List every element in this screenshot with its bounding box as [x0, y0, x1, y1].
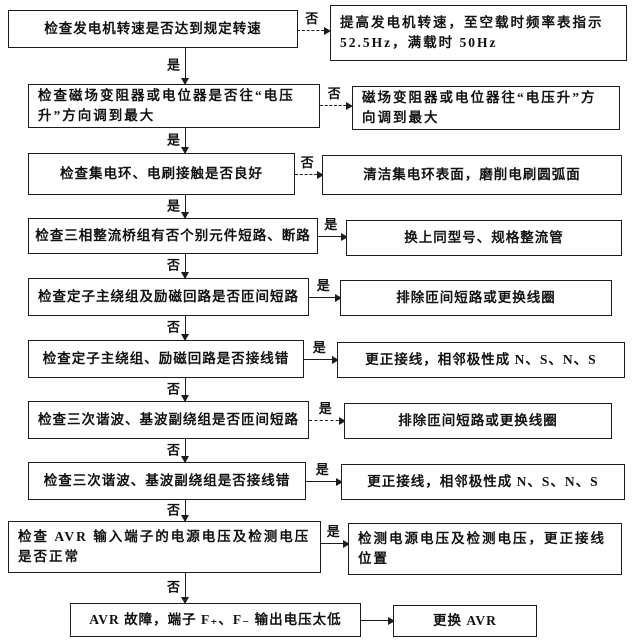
branch-label-3: 否	[300, 155, 314, 170]
down-label-5: 否	[166, 319, 180, 335]
verify-voltage-correct-wiring-box: 检测电源电压及检测电压，更正接线位置	[348, 523, 622, 575]
check-avr-input-voltage-box: 检查 AVR 输入端子的电源电压及检测电压是否正常	[8, 521, 321, 573]
fix-turn-short-or-replace-coil-box: 排除匝间短路或更换线圈	[340, 280, 612, 316]
down-label-9: 否	[166, 579, 180, 595]
down-arrow-9: 否	[167, 573, 189, 604]
down-arrow-7: 否	[167, 439, 189, 463]
down-arrow-4: 否	[167, 254, 189, 279]
correct-harmonic-wiring-polarity-box: 更正接线，相邻极性成 N、S、N、S	[341, 464, 625, 500]
branch-label-5: 是	[316, 278, 330, 293]
down-label-2: 是	[166, 132, 180, 148]
final-arrow	[361, 601, 395, 625]
down-label-8: 否	[166, 502, 180, 518]
branch-label-1: 否	[305, 11, 319, 26]
branch-label-2: 否	[327, 86, 341, 101]
branch-arrow-7: 是	[309, 401, 346, 425]
branch-arrow-6: 是	[304, 340, 339, 364]
check-harmonic-winding-wiring-box: 检查三次谐波、基波副绕组是否接线错	[28, 462, 306, 500]
down-arrow-1: 是	[167, 48, 189, 85]
check-rectifier-bridge-box: 检查三相整流桥组有否个别元件短路、断路	[28, 218, 318, 254]
branch-arrow-4: 是	[318, 217, 348, 241]
replace-rectifier-tube-box: 换上同型号、规格整流管	[346, 220, 622, 256]
branch-arrow-1: 否	[297, 11, 331, 35]
branch-arrow-3: 否	[295, 155, 324, 179]
down-arrow-5: 否	[167, 316, 189, 341]
check-slip-ring-brush-contact-box: 检查集电环、电刷接触是否良好	[28, 153, 295, 195]
branch-arrow-2: 否	[320, 86, 353, 110]
raise-generator-speed-box: 提高发电机转速，至空载时频率表指示 52.5Hz，满载时 50Hz	[330, 5, 627, 61]
down-arrow-8: 否	[167, 500, 189, 522]
branch-label-6: 是	[312, 340, 326, 355]
branch-label-7: 是	[318, 401, 332, 416]
down-arrow-3: 是	[167, 195, 189, 219]
branch-label-4: 是	[324, 217, 338, 232]
down-label-1: 是	[166, 57, 180, 73]
replace-avr-box: 更换 AVR	[393, 605, 537, 637]
clean-slip-ring-box: 清洁集电环表面，磨削电刷圆弧面	[322, 155, 622, 195]
check-stator-winding-turn-short-box: 检查定子主绕组及励磁回路是否匝间短路	[28, 278, 309, 316]
branch-label-9: 是	[326, 524, 340, 539]
branch-arrow-9: 是	[321, 524, 350, 548]
down-label-4: 否	[166, 257, 180, 273]
check-generator-speed-box: 检查发电机转速是否达到规定转速	[8, 10, 298, 48]
check-field-rheostat-box: 检查磁场变阻器或电位器是否往“电压升”方向调到最大	[28, 84, 320, 128]
down-label-6: 否	[166, 381, 180, 397]
avr-fault-low-output-box: AVR 故障，端子 F₊、F₋ 输出电压太低	[70, 603, 361, 637]
correct-wiring-polarity-box: 更正接线，相邻极性成 N、S、N、S	[337, 342, 625, 378]
adjust-field-rheostat-box: 磁场变阻器或电位器往“电压升”方向调到最大	[352, 86, 620, 130]
branch-arrow-5: 是	[309, 278, 342, 302]
check-stator-winding-wiring-box: 检查定子主绕组、励磁回路是否接线错	[28, 340, 304, 378]
down-arrow-6: 否	[167, 378, 189, 402]
down-label-3: 是	[166, 198, 180, 214]
branch-arrow-8: 是	[306, 462, 343, 486]
fix-harmonic-turn-short-box: 排除匝间短路或更换线圈	[344, 403, 612, 439]
down-label-7: 否	[166, 442, 180, 458]
branch-label-8: 是	[315, 462, 329, 477]
check-harmonic-winding-turn-short-box: 检查三次谐波、基波副绕组是否匝间短路	[28, 401, 309, 439]
down-arrow-2: 是	[167, 128, 189, 154]
